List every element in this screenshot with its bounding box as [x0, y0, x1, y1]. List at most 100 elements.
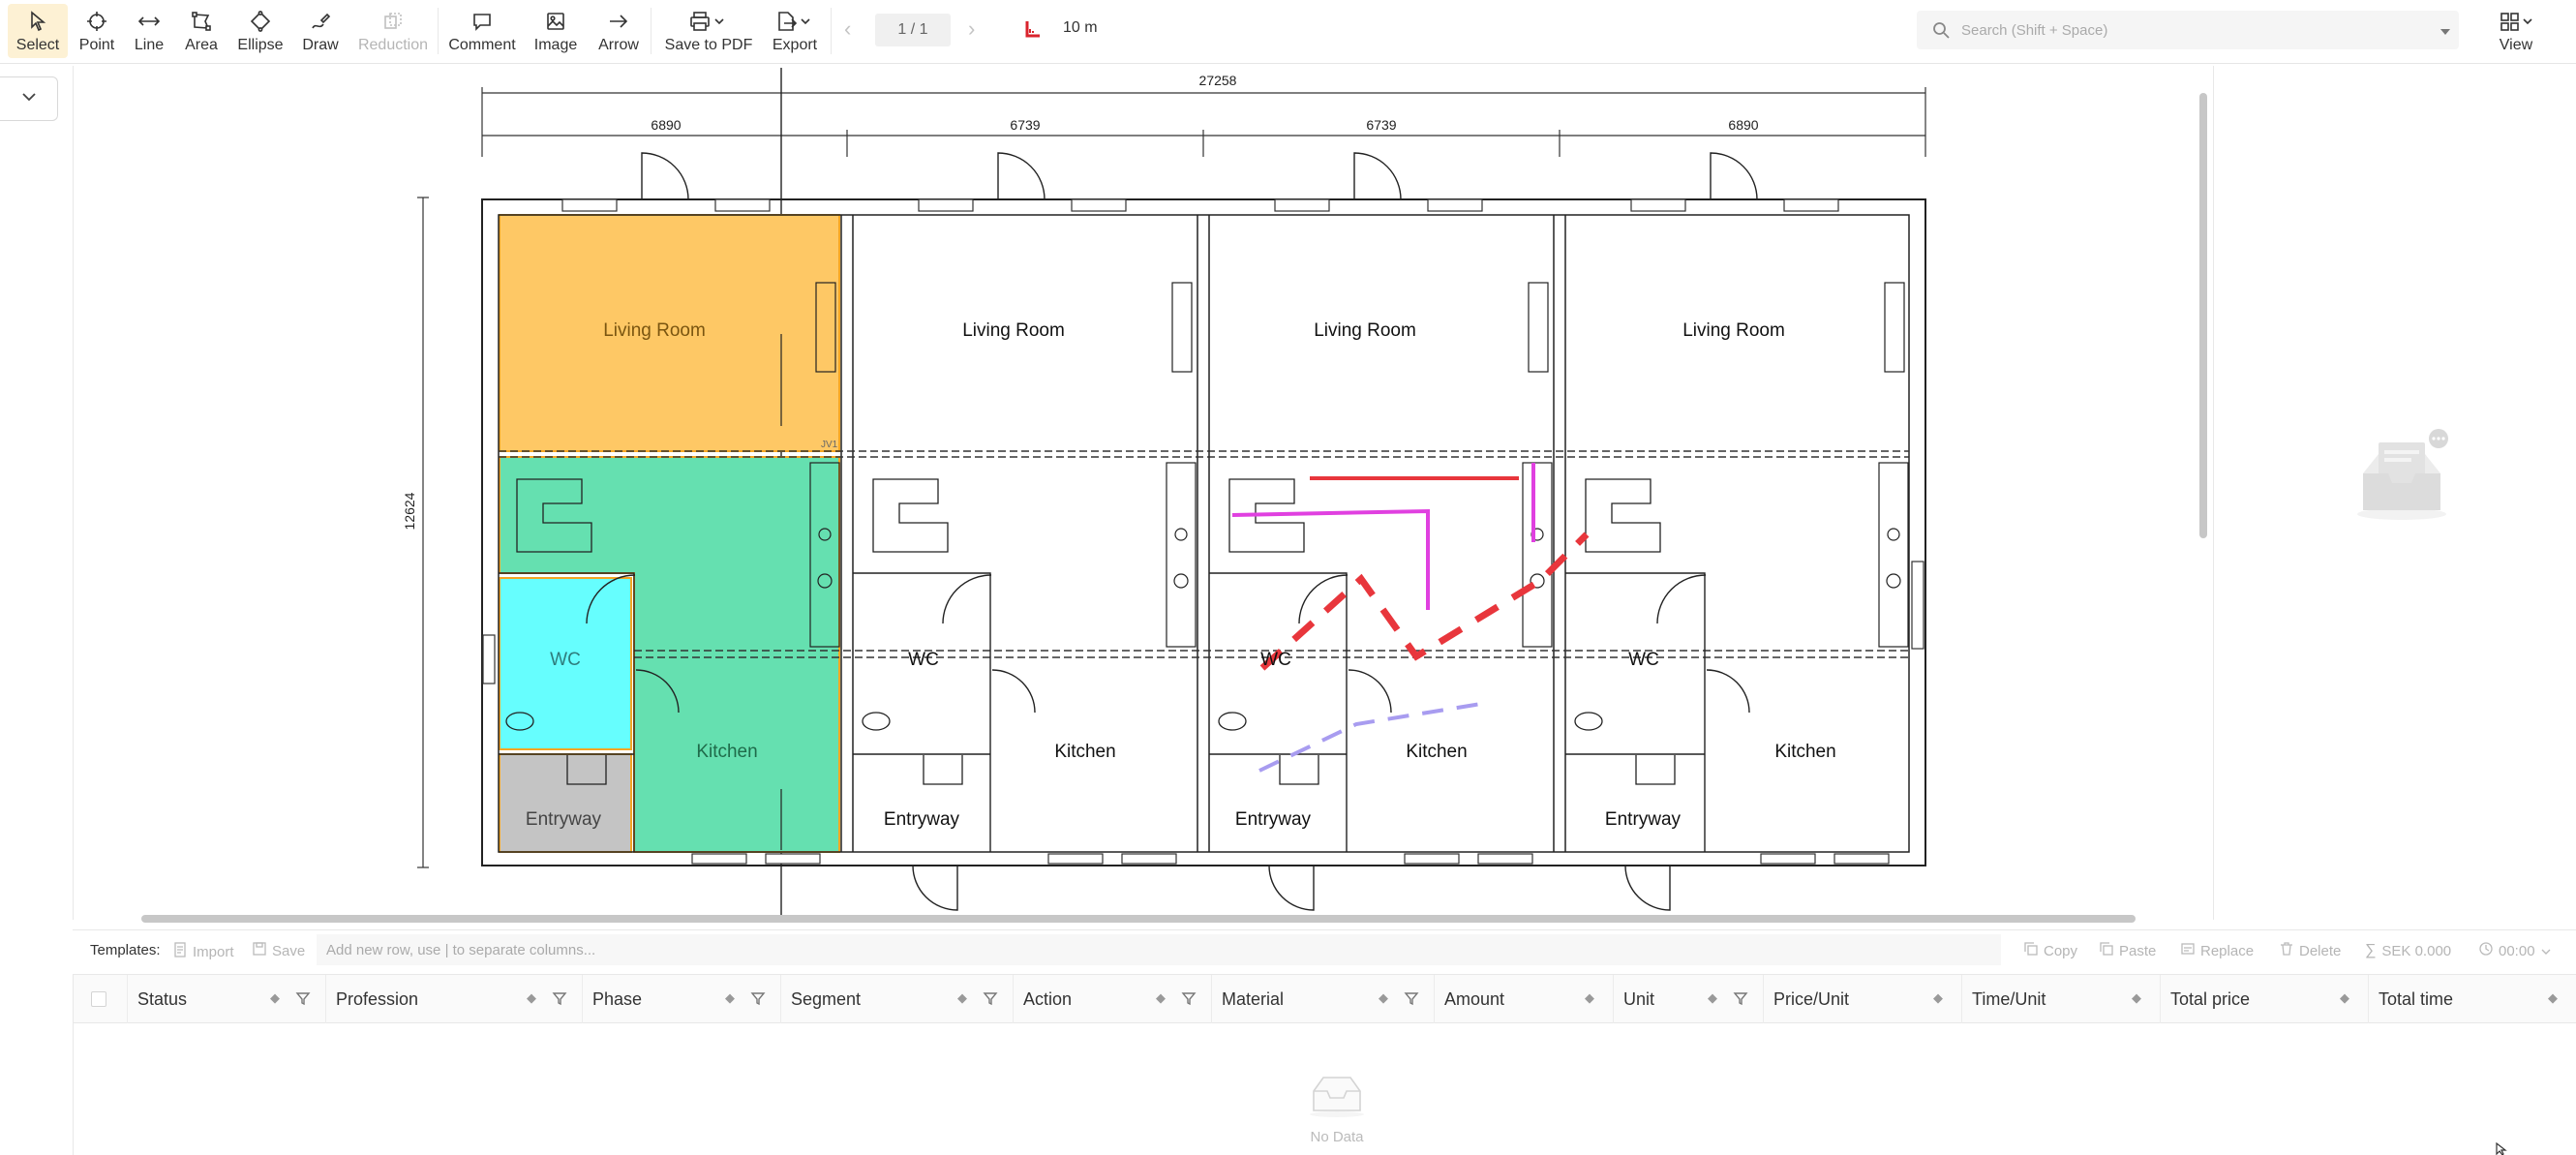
column-header-profession[interactable]: Profession ◆: [326, 975, 583, 1023]
crosshair-icon: [86, 10, 107, 33]
ellipse-tool-button[interactable]: Ellipse: [232, 4, 288, 58]
search-input[interactable]: [1961, 11, 2416, 49]
empty-inbox-icon: [1306, 1077, 1368, 1122]
add-row-input[interactable]: [317, 934, 2001, 965]
sort-icon[interactable]: ◆: [1933, 990, 1943, 1005]
ellipse-icon: [250, 10, 271, 33]
comment-tool-button[interactable]: Comment: [445, 4, 519, 58]
column-header-status[interactable]: Status◆: [128, 975, 326, 1023]
living-room-fill[interactable]: [499, 214, 840, 452]
view-button[interactable]: View: [2484, 4, 2548, 58]
arrow-tool-label: Arrow: [598, 37, 639, 53]
scale-label[interactable]: 10 m: [1063, 19, 1098, 36]
column-header-amount[interactable]: Amount◆: [1435, 975, 1614, 1023]
column-header-action[interactable]: Action◆: [1014, 975, 1212, 1023]
save-to-pdf-button[interactable]: Save to PDF: [660, 4, 757, 58]
arrow-tool-button[interactable]: Arrow: [592, 4, 645, 58]
column-header-price-unit[interactable]: Price/Unit◆: [1764, 975, 1962, 1023]
image-tool-button[interactable]: Image: [529, 4, 583, 58]
column-header-material[interactable]: Material◆: [1212, 975, 1435, 1023]
left-dimension-line: [417, 197, 429, 868]
markup-lines[interactable]: [1231, 463, 1590, 773]
comments-panel: [2213, 66, 2576, 920]
sort-icon[interactable]: ◆: [1156, 990, 1166, 1005]
draw-tool-button[interactable]: Draw: [296, 4, 345, 58]
previous-page-icon[interactable]: ‹: [844, 16, 852, 41]
column-header-segment[interactable]: Segment ◆: [781, 975, 1014, 1023]
arrow-right-icon: [608, 10, 629, 33]
filter-icon[interactable]: [1404, 990, 1419, 1011]
sort-icon[interactable]: ◆: [1585, 990, 1594, 1005]
select-all-checkbox[interactable]: [91, 991, 106, 1007]
vertical-scrollbar[interactable]: [2199, 93, 2207, 538]
line-tool-button[interactable]: Line: [126, 4, 172, 58]
point-tool-label: Point: [78, 37, 115, 53]
filter-icon[interactable]: [750, 990, 766, 1011]
time-display[interactable]: 00:00: [2479, 942, 2551, 959]
chevron-down-icon: [2541, 943, 2551, 959]
filter-icon[interactable]: [552, 990, 567, 1011]
replace-button[interactable]: Replace: [2181, 942, 2254, 959]
column-header-label: Segment: [791, 988, 862, 1009]
chevron-down-icon: [20, 90, 38, 107]
column-header-phase[interactable]: Phase ◆: [583, 975, 781, 1023]
select-tool-label: Select: [15, 37, 60, 53]
copy-icon: [2024, 942, 2038, 959]
sort-icon[interactable]: ◆: [2340, 990, 2349, 1005]
area-tool-button[interactable]: Area: [178, 4, 225, 58]
column-header-label: Total time: [2379, 988, 2454, 1009]
sort-icon[interactable]: ◆: [2548, 990, 2558, 1005]
save-template-button[interactable]: Save: [253, 942, 305, 959]
scale-ruler-icon[interactable]: [1024, 19, 1042, 44]
sidebar-toggle-button[interactable]: [0, 76, 58, 121]
column-header-label: Phase: [592, 988, 643, 1009]
column-header-unit[interactable]: Unit◆: [1614, 975, 1764, 1023]
time-value: 00:00: [2499, 942, 2535, 959]
unit1-width-dimension: 6890: [651, 117, 681, 133]
templates-label: Templates:: [90, 942, 161, 958]
cursor-icon: [28, 10, 47, 33]
select-tool-button[interactable]: Select: [8, 4, 68, 58]
sort-icon[interactable]: ◆: [725, 990, 735, 1005]
delete-button[interactable]: Delete: [2280, 942, 2341, 959]
filter-icon[interactable]: [1733, 990, 1748, 1011]
sort-icon[interactable]: ◆: [2132, 990, 2141, 1005]
floor-plan-drawing: 27258 6890 6739 6739 6890 12624 JV1 Livi…: [402, 68, 1926, 915]
sort-icon[interactable]: ◆: [1708, 990, 1717, 1005]
unit3-living-room-label: Living Room: [1314, 320, 1416, 341]
point-tool-button[interactable]: Point: [72, 4, 122, 58]
next-page-icon[interactable]: ›: [968, 16, 976, 41]
sort-icon[interactable]: ◆: [527, 990, 536, 1005]
horizontal-scrollbar[interactable]: [141, 915, 2136, 923]
copy-button[interactable]: Copy: [2024, 942, 2077, 959]
column-header-total-time[interactable]: Total time ◆: [2369, 975, 2576, 1023]
printer-icon: [689, 10, 728, 33]
export-label: Export: [772, 37, 818, 53]
document-icon: [173, 942, 187, 961]
filter-icon[interactable]: [1181, 990, 1197, 1011]
reduction-tool-button[interactable]: Reduction: [354, 4, 432, 58]
filter-icon[interactable]: [983, 990, 998, 1011]
sort-icon[interactable]: ◆: [1379, 990, 1388, 1005]
filter-icon[interactable]: [295, 990, 311, 1011]
polygon-icon: [191, 10, 212, 33]
page-indicator[interactable]: 1 / 1: [875, 14, 951, 46]
sort-icon[interactable]: ◆: [270, 990, 280, 1005]
entryway-fill[interactable]: [499, 753, 632, 853]
import-button[interactable]: Import: [173, 942, 234, 961]
paste-icon: [2100, 942, 2113, 959]
sort-icon[interactable]: ◆: [957, 990, 967, 1005]
unit1-wc-label: WC: [550, 650, 581, 670]
search-dropdown-icon[interactable]: [2440, 24, 2451, 42]
column-header-total-price[interactable]: Total price◆: [2161, 975, 2369, 1023]
export-button[interactable]: Export: [767, 4, 823, 58]
paste-button[interactable]: Paste: [2100, 942, 2156, 959]
sigma-icon: ∑: [2365, 942, 2377, 958]
search-box[interactable]: [1917, 11, 2459, 49]
column-header-time-unit[interactable]: Time/Unit◆: [1962, 975, 2161, 1023]
drawing-canvas[interactable]: 27258 6890 6739 6739 6890 12624 JV1 Livi…: [73, 66, 2212, 920]
unit3-wc-label: WC: [1260, 650, 1291, 670]
wc-fill[interactable]: [499, 577, 632, 750]
templates-bar: Templates: Import Save Copy Paste Replac…: [73, 929, 2576, 968]
column-header-label: Profession: [336, 988, 419, 1009]
